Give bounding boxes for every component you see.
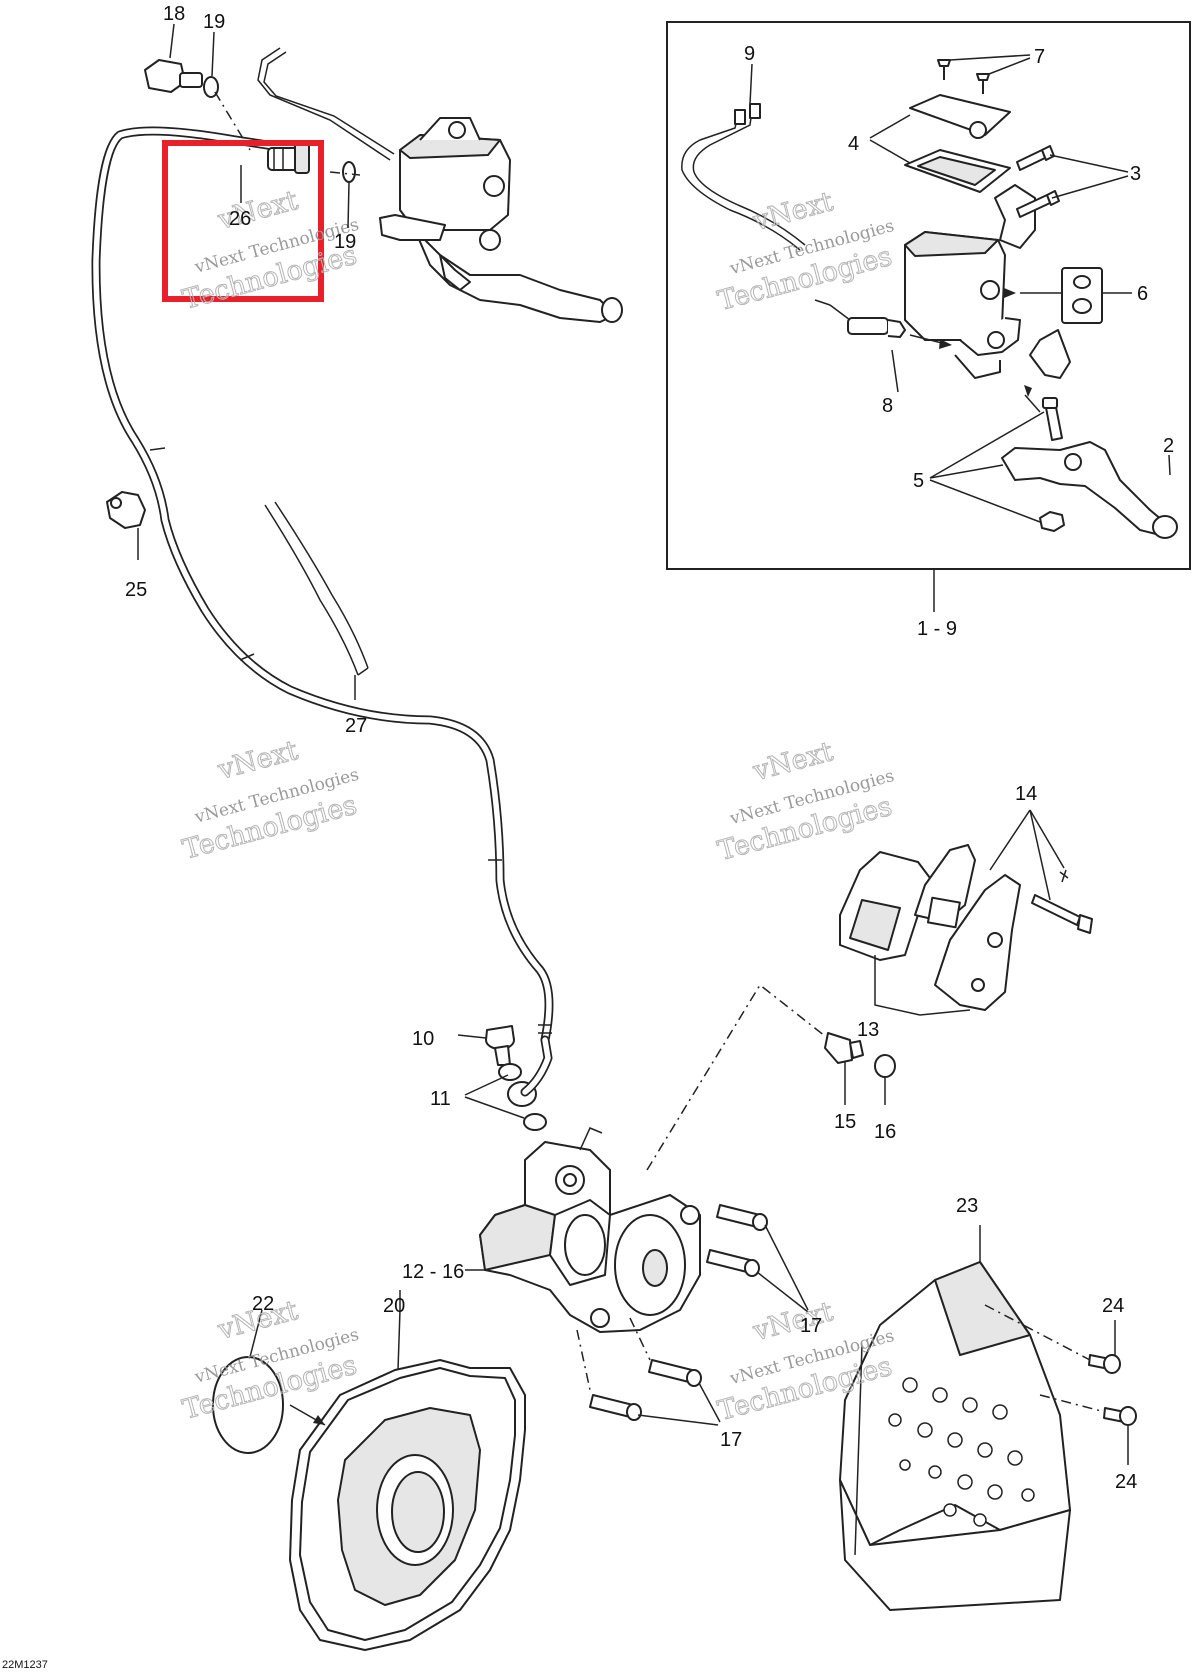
label-22: 22	[252, 1293, 274, 1315]
svg-text:vNext: vNext	[214, 735, 301, 786]
heat-shield-23	[839, 1225, 1071, 1611]
bleed-cap-16-icon	[874, 1054, 896, 1078]
label-5: 5	[913, 470, 924, 492]
label-18: 18	[163, 3, 185, 25]
hose-fitting-26	[267, 142, 310, 174]
label-19-top: 19	[203, 11, 225, 33]
svg-text:vNext: vNext	[749, 1296, 836, 1347]
exploded-view-box	[666, 21, 1191, 570]
label-2: 2	[1163, 435, 1174, 457]
brake-pads-13	[839, 844, 1021, 1016]
svg-text:vNext: vNext	[749, 186, 836, 237]
label-12-16: 12 - 16	[402, 1261, 464, 1283]
label-4: 4	[848, 133, 859, 155]
label-8: 8	[882, 395, 893, 417]
exploded-master-cylinder	[681, 54, 1178, 539]
switch-wire	[257, 47, 391, 161]
label-24-upper: 24	[1102, 1295, 1124, 1317]
diagram-code: 22M1237	[2, 1659, 48, 1671]
watermark-mid-right: vNext vNext Technologies Technologies	[714, 736, 896, 868]
banjo-bolt-10	[457, 1025, 515, 1066]
master-cylinder-assembly	[379, 117, 623, 323]
washer-19-top-icon	[203, 76, 219, 98]
label-16: 16	[874, 1121, 896, 1143]
shield-screws-24	[984, 1304, 1137, 1465]
label-7: 7	[1034, 46, 1045, 68]
washer-11-bottom-icon	[523, 1113, 547, 1131]
label-25: 25	[125, 579, 147, 601]
washer-19-right-icon	[342, 161, 356, 183]
hose-clamp-25	[106, 491, 146, 560]
brake-hose-26	[91, 126, 554, 1045]
label-1-9: 1 - 9	[917, 618, 957, 640]
label-10: 10	[412, 1028, 434, 1050]
label-24-lower: 24	[1115, 1471, 1137, 1493]
brake-disc-20	[289, 1290, 526, 1651]
label-15: 15	[834, 1111, 856, 1133]
label-17-lower: 17	[720, 1429, 742, 1451]
pad-pin-14	[989, 809, 1093, 934]
label-9: 9	[744, 43, 755, 65]
label-3: 3	[1130, 163, 1141, 185]
label-6: 6	[1137, 283, 1148, 305]
label-27: 27	[345, 715, 367, 737]
bleed-screw-15	[824, 1032, 864, 1105]
label-26: 26	[229, 208, 251, 230]
banjo-bolt-18	[144, 59, 203, 93]
highlight-box-26	[162, 140, 324, 302]
label-19-right: 19	[334, 231, 356, 253]
label-13: 13	[857, 1019, 879, 1041]
svg-text:vNext: vNext	[214, 185, 301, 236]
wire-27	[264, 501, 369, 700]
label-20: 20	[383, 1295, 405, 1317]
label-17-upper: 17	[800, 1315, 822, 1337]
caliper-pins-17	[576, 1204, 809, 1426]
watermark-top-right: vNext vNext Technologies Technologies	[714, 186, 896, 318]
label-11: 11	[430, 1088, 451, 1110]
label-14: 14	[1015, 783, 1037, 805]
o-ring-22-icon	[212, 1356, 284, 1454]
svg-text:vNext: vNext	[749, 736, 836, 787]
brake-caliper-assembly	[465, 1127, 701, 1333]
label-23: 23	[956, 1195, 978, 1217]
watermark-mid-left: vNext vNext Technologies Technologies	[179, 734, 361, 866]
